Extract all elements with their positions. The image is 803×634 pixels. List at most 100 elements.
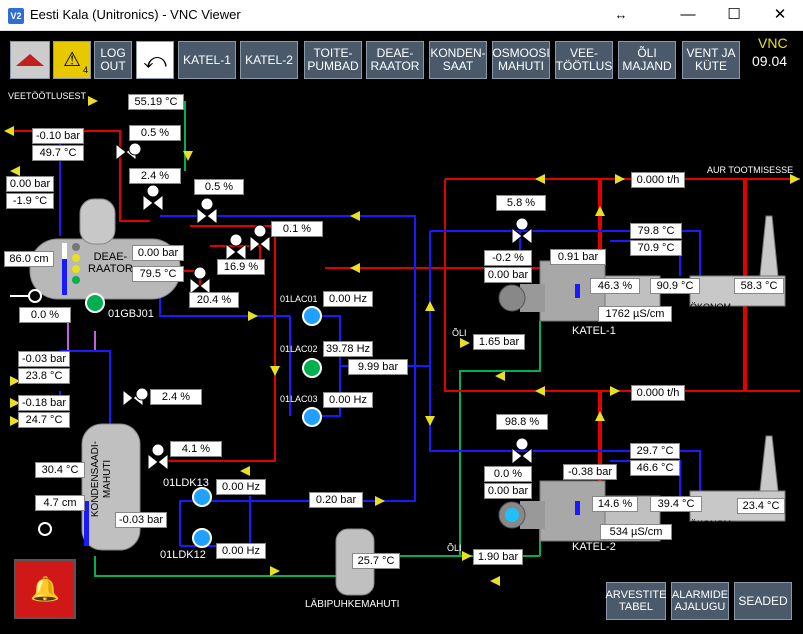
label-aur-tootmisesse: AUR TOOTMISESSE (707, 165, 794, 175)
nav-vent-ja-kute[interactable]: VENT JA KÜTE (682, 41, 740, 79)
label-01lac03: 01LAC03 (280, 394, 318, 404)
valve-icon[interactable] (147, 452, 159, 472)
purple-pipe (67, 311, 96, 352)
flow-arrow (350, 263, 360, 273)
flow-arrow (248, 311, 258, 321)
value-valve-pct: 16.9 % (217, 259, 265, 275)
label-deaeraator: DEAE- RAATOR (88, 251, 133, 275)
value-k2-pct: 14.6 % (592, 496, 638, 512)
motor-icon (515, 217, 529, 231)
valve-icon[interactable] (249, 234, 261, 254)
minimize-button[interactable]: — (680, 6, 696, 23)
value-k1-temp: 90.9 °C (650, 278, 700, 294)
nav-kondensaat[interactable]: KONDEN- SAAT (429, 41, 487, 79)
value-pressure: -0.03 bar (18, 351, 70, 367)
value-k1-pct: 46.3 % (590, 278, 640, 294)
value-valve-pct: 2.4 % (129, 168, 181, 184)
valve-icon[interactable] (189, 276, 201, 296)
label-01ldk12: 01LDK12 (160, 549, 206, 561)
green-pipe (400, 321, 541, 557)
nav-osmoosi-mahuti[interactable]: OSMOOSI MAHUTI (492, 41, 550, 79)
value-freq: 0.00 Hz (216, 543, 266, 559)
pump-icon[interactable] (28, 289, 42, 303)
flow-arrow (460, 338, 470, 348)
label-01ldk13: 01LDK13 (163, 477, 209, 489)
maximize-button[interactable]: ☐ (727, 6, 741, 23)
value-k1-flow: 0.000 t/h (631, 172, 685, 188)
alarmide-ajalugu-button[interactable]: ALARMIDE AJALUGU (671, 582, 729, 620)
label-kondensaadimahuti: KONDENSAADI- MAHUTI (90, 441, 113, 518)
alarm-button[interactable]: 🔔 (14, 559, 76, 619)
close-button[interactable]: ✕ (773, 6, 787, 23)
valve-icon[interactable] (259, 234, 271, 254)
pump-icon[interactable] (192, 487, 212, 507)
seaded-button[interactable]: SEADED (734, 582, 792, 620)
flow-arrow (88, 96, 98, 106)
value-valve-pct: 2.4 % (150, 389, 202, 405)
status-lamp (72, 276, 80, 284)
status-lamp (72, 243, 80, 251)
value-pump-pct: 0.0 % (19, 307, 71, 323)
pump-icon[interactable] (38, 522, 52, 536)
pump-icon[interactable] (85, 293, 105, 313)
valve-icon[interactable] (142, 193, 154, 213)
valve-icon[interactable] (235, 242, 247, 262)
resize-icon[interactable]: ↔ (614, 7, 628, 22)
status-lamp (72, 254, 80, 262)
pump-icon[interactable] (302, 407, 322, 427)
valve-icon[interactable] (521, 226, 533, 246)
valve-icon[interactable] (115, 142, 127, 162)
value-k1-stack-temp: 58.3 °C (734, 278, 784, 294)
flow-arrow (595, 206, 605, 216)
worker-icon: ⚠ (63, 48, 81, 71)
home-button[interactable] (10, 41, 50, 79)
hmi-screen: ⚠ 4 LOG OUT ⤺ KATEL-1 KATEL-2 TOITE- PUM… (0, 31, 803, 634)
flow-arrow (425, 301, 435, 311)
nav-deaeraator[interactable]: DEAE- RAATOR (366, 41, 424, 79)
nav-toitepumbad[interactable]: TOITE- PUMBAD (304, 41, 362, 79)
value-valve-pct: 0.5 % (129, 125, 181, 141)
label-01lac02: 01LAC02 (280, 344, 318, 354)
value-pressure: 0.20 bar (309, 492, 363, 508)
valve-icon[interactable] (152, 193, 164, 213)
valve-icon[interactable] (199, 276, 211, 296)
nav-veetootlus[interactable]: VEE- TÖÖTLUS (555, 41, 613, 79)
valve-icon[interactable] (225, 242, 237, 262)
pump-icon[interactable] (302, 358, 322, 378)
label-oli-1: ÕLI (452, 328, 467, 338)
value-temp: 23.8 °C (18, 368, 70, 384)
value-temp: 25.7 °C (352, 553, 400, 569)
value-k2-conductivity: 534 µS/cm (600, 524, 672, 540)
value-k2-temp: 46.6 °C (630, 460, 680, 476)
blue-pipe (180, 496, 251, 547)
label-okonom-1: ÖKONOM. (690, 302, 734, 312)
flow-arrow (425, 416, 435, 426)
value-k1-pressure: 0.00 bar (484, 267, 532, 283)
logout-button[interactable]: LOG OUT (94, 41, 132, 79)
motor-icon (128, 142, 142, 156)
valve-icon[interactable] (196, 206, 208, 226)
nav-oli-majand[interactable]: ÕLI MAJAND (618, 41, 676, 79)
valve-icon[interactable] (122, 388, 134, 408)
value-k2-pct: 0.0 % (484, 466, 532, 482)
nav-katel-1[interactable]: KATEL-1 (178, 41, 236, 79)
valve-icon[interactable] (206, 206, 218, 226)
user-level-badge: 4 (82, 65, 88, 75)
worker-button[interactable]: ⚠ 4 (53, 41, 91, 79)
valve-icon[interactable] (511, 226, 523, 246)
value-freq: 0.00 Hz (216, 479, 266, 495)
value-k1-temp: 70.9 °C (630, 240, 682, 256)
home-icon (16, 54, 44, 66)
flow-arrow (10, 376, 20, 386)
flow-arrow (270, 366, 280, 376)
pump-icon[interactable] (302, 306, 322, 326)
back-button[interactable]: ⤺ (136, 41, 174, 79)
red-pipe (160, 225, 276, 462)
pump-icon[interactable] (192, 528, 212, 548)
nav-katel-2[interactable]: KATEL-2 (240, 41, 298, 79)
valve-icon[interactable] (521, 446, 533, 466)
valve-icon[interactable] (157, 452, 169, 472)
value-pressure: 9.99 bar (348, 359, 408, 375)
arvestite-tabel-button[interactable]: ARVESTITE TABEL (606, 582, 666, 620)
valve-icon[interactable] (511, 446, 523, 466)
